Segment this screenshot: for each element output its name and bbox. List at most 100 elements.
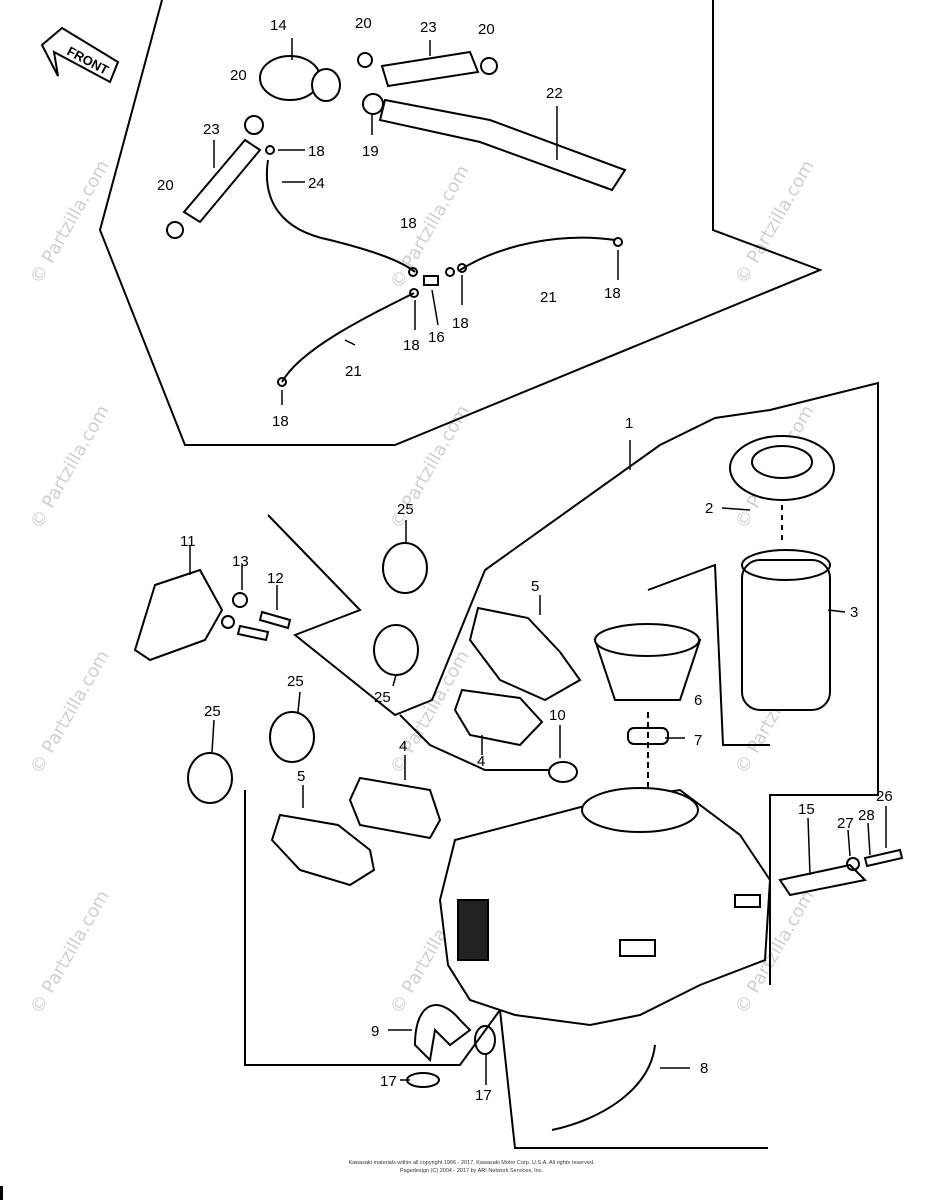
part-8-hose (551, 1044, 656, 1131)
clip-18 (277, 377, 287, 387)
callout-20: 20 (230, 67, 247, 84)
callout-4: 4 (477, 753, 485, 770)
ring-25 (187, 752, 233, 804)
callout-labels: 14 20 23 20 20 22 23 18 19 20 24 18 21 1… (157, 15, 893, 1104)
callout-17: 17 (380, 1073, 397, 1090)
callout-20: 20 (355, 15, 372, 32)
clamp-20 (357, 52, 373, 68)
callout-3: 3 (850, 604, 858, 621)
clamp-17 (474, 1025, 496, 1055)
part-13-washer (221, 615, 235, 629)
tube-21-left (281, 292, 415, 383)
callout-12: 12 (267, 570, 284, 587)
clip-18 (409, 288, 419, 298)
callout-8: 8 (700, 1060, 708, 1077)
callout-7: 7 (694, 732, 702, 749)
watermark: © Partzilla.com (26, 887, 114, 1018)
duct-group-outline (399, 714, 555, 771)
watermark: © Partzilla.com (26, 647, 114, 778)
part-4-duct (453, 688, 544, 747)
part-3-element (741, 559, 831, 711)
group-outlines (98, 0, 879, 1149)
callout-24: 24 (308, 175, 325, 192)
filter-assembly (593, 435, 835, 835)
clamp-20 (166, 221, 184, 239)
callout-18: 18 (403, 337, 420, 354)
callout-25: 25 (397, 501, 414, 518)
callout-13: 13 (232, 553, 249, 570)
ring-25 (269, 711, 315, 763)
hose-22 (378, 98, 627, 192)
tube-24 (266, 159, 416, 273)
upper-group-outline (98, 0, 823, 446)
callout-18: 18 (308, 143, 325, 160)
callout-26: 26 (876, 788, 893, 805)
part-28-bolt (863, 848, 904, 868)
callout-1: 1 (625, 415, 633, 432)
clip-18 (457, 263, 467, 273)
part-15-bracket (778, 863, 868, 897)
callout-18: 18 (604, 285, 621, 302)
ring-25 (382, 542, 428, 594)
part-27-washer (846, 857, 860, 871)
clamp-17 (406, 1072, 440, 1088)
part-11-bracket (133, 568, 224, 662)
callout-21: 21 (345, 363, 362, 380)
callout-14: 14 (270, 17, 287, 34)
callout-19: 19 (362, 143, 379, 160)
callout-11: 11 (180, 533, 196, 550)
element-group-outline (647, 563, 770, 746)
callout-20: 20 (478, 21, 495, 38)
hose-23-left (182, 138, 262, 224)
callout-10: 10 (549, 707, 566, 724)
clip-18 (445, 267, 455, 277)
callout-28: 28 (858, 807, 875, 824)
callout-16: 16 (428, 329, 445, 346)
callout-22: 22 (546, 85, 563, 102)
callout-5: 5 (297, 768, 305, 785)
callout-25: 25 (374, 689, 391, 706)
callout-21: 21 (540, 289, 557, 306)
callout-17: 17 (475, 1087, 492, 1104)
callout-4: 4 (399, 738, 407, 755)
bracket-assembly (133, 542, 428, 804)
ring-25 (373, 624, 419, 676)
part-9-elbow (413, 1004, 472, 1063)
callout-9: 9 (371, 1023, 379, 1040)
air-box (406, 787, 904, 1131)
upper-hose-assembly (166, 50, 627, 387)
tube-21-right (459, 236, 616, 271)
air-box-body (438, 788, 772, 1027)
watermark: © Partzilla.com (26, 402, 114, 533)
callout-2: 2 (705, 500, 713, 517)
fitting-16 (423, 275, 439, 286)
part-2-cap (729, 435, 835, 501)
clip-18 (265, 145, 275, 155)
part-5-duct (270, 813, 376, 887)
callout-25: 25 (204, 703, 221, 720)
part-4-duct (348, 776, 442, 840)
callout-23: 23 (203, 121, 220, 138)
intake-ducts (270, 606, 582, 887)
copyright-line-2: Pagedesign (C) 2004 - 2017 by ARI Networ… (399, 1168, 544, 1174)
front-arrow: FRONT (40, 26, 120, 84)
hose-23-right (380, 50, 480, 88)
watermark: © Partzilla.com (731, 157, 819, 288)
callout-18: 18 (400, 215, 417, 232)
watermark: © Partzilla.com (26, 157, 114, 288)
clamp-20 (480, 57, 498, 75)
callout-5: 5 (531, 578, 539, 595)
part-12-bolt (236, 624, 270, 642)
callout-20: 20 (157, 177, 174, 194)
clip-18 (408, 267, 418, 277)
filter-group-outline (267, 381, 879, 985)
callout-25: 25 (287, 673, 304, 690)
leader-lines (189, 38, 887, 1085)
clamp-20 (244, 115, 264, 135)
callout-27: 27 (837, 815, 854, 832)
ring-19 (362, 93, 384, 115)
page-edge-mark (0, 1186, 3, 1200)
callout-18: 18 (272, 413, 289, 430)
callout-23: 23 (420, 19, 437, 36)
